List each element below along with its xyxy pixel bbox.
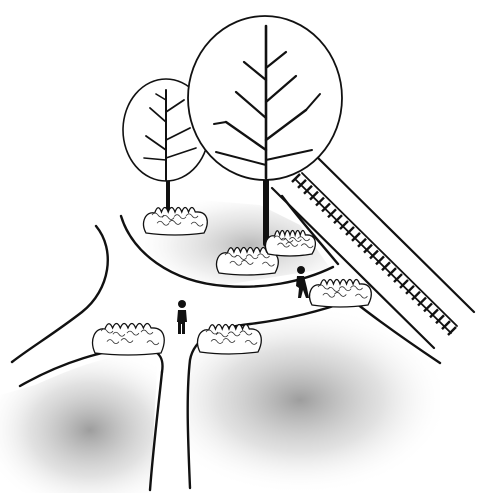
bush-center-road — [198, 325, 262, 355]
bush-under-small-tree — [144, 208, 208, 236]
bush-left-road — [93, 324, 165, 356]
pedestrian-left — [177, 300, 187, 334]
bush-right-curb — [310, 280, 372, 308]
